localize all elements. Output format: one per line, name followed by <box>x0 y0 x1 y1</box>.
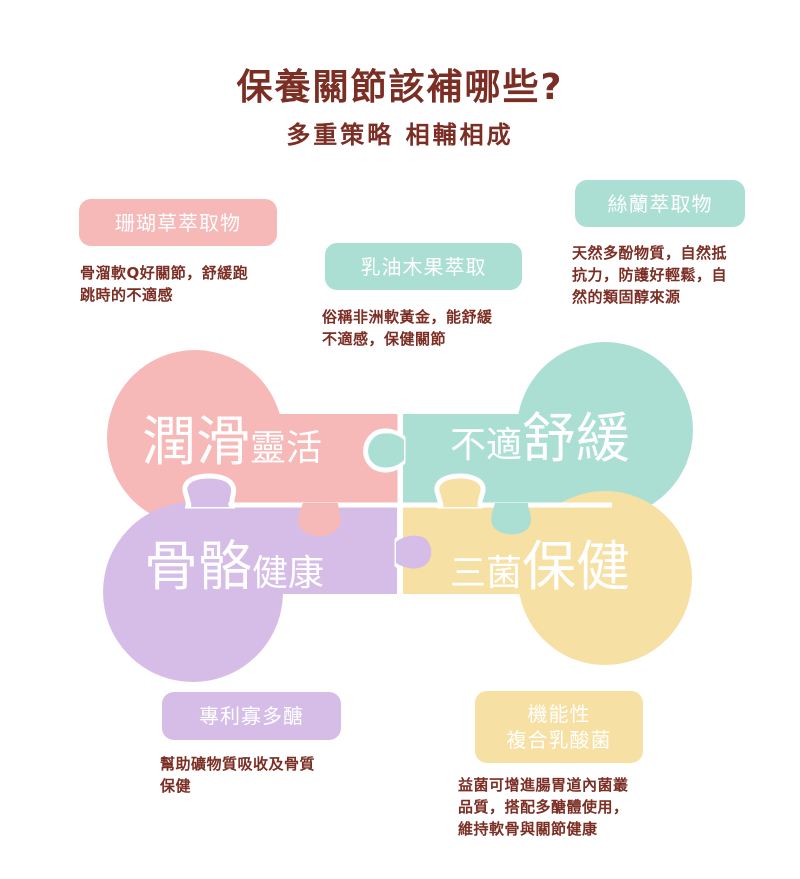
desc-lactic-acid-bacteria: 益菌可增進腸胃道內菌叢 品質，搭配多醣體使用， 維持軟骨與關節健康 <box>458 774 629 840</box>
tag-lactic-acid-bacteria: 機能性 複合乳酸菌 <box>475 691 643 763</box>
puzzle-text-big: 骨骼 <box>144 535 252 598</box>
puzzle-text-big: 潤滑 <box>142 410 250 473</box>
puzzle-text-big: 舒緩 <box>522 407 631 470</box>
tag-shea-butter-extract: 乳油木果萃取 <box>325 243 522 290</box>
tag-label: 乳油木果萃取 <box>360 254 487 279</box>
desc-line: 抗力，防護好輕鬆，自 <box>572 266 728 284</box>
tag-label-line1: 機能性 <box>527 702 591 726</box>
puzzle-text-small: 三菌 <box>450 553 523 594</box>
desc-line: 益菌可增進腸胃道內菌叢 <box>458 776 629 794</box>
tag-coral-grass-extract: 珊瑚草萃取物 <box>79 199 277 246</box>
tag-label: 絲蘭萃取物 <box>607 191 713 216</box>
tag-label-line2: 複合乳酸菌 <box>506 728 612 752</box>
desc-coral-grass-extract: 骨溜軟Q好關節，舒緩跑 跳時的不適感 <box>80 262 248 306</box>
desc-line: 天然多酚物質，自然抵 <box>572 244 728 262</box>
puzzle-text-probiotic-care: 三菌保健 <box>450 540 630 594</box>
page-subtitle: 多重策略 相輔相成 <box>286 121 514 149</box>
desc-line: 跳時的不適感 <box>80 286 174 304</box>
tag-label: 專利寡多醣 <box>199 704 304 728</box>
desc-line: 品質，搭配多醣體使用， <box>458 798 629 816</box>
page-title: 保養關節該補哪些? <box>236 67 564 108</box>
tag-label: 珊瑚草萃取物 <box>115 210 241 235</box>
desc-line: 俗稱非洲軟黃金，能舒緩 <box>322 308 493 326</box>
desc-line: 骨溜軟Q好關節，舒緩跑 <box>80 264 249 282</box>
puzzle-text-lubricate: 潤滑靈活 <box>142 415 322 469</box>
puzzle-piece-yellow <box>403 473 692 665</box>
desc-yucca-extract: 天然多酚物質，自然抵 抗力，防護好輕鬆，自 然的類固醇來源 <box>572 242 727 308</box>
desc-line: 保健 <box>160 777 192 795</box>
desc-line: 幫助礦物質吸收及骨質 <box>160 755 316 773</box>
puzzle-text-big: 保健 <box>522 535 631 598</box>
puzzle-text-small: 不適 <box>450 425 523 466</box>
puzzle-text-bone-health: 骨骼健康 <box>144 540 324 594</box>
desc-shea-butter-extract: 俗稱非洲軟黃金，能舒緩 不適感，保健關節 <box>322 306 493 350</box>
tag-yucca-extract: 絲蘭萃取物 <box>575 180 745 227</box>
desc-line: 不適感，保健關節 <box>322 330 447 348</box>
desc-oligosaccharide: 幫助礦物質吸收及骨質 保健 <box>160 753 315 797</box>
desc-line: 維持軟骨與關節健康 <box>458 820 598 838</box>
tag-oligosaccharide: 專利寡多醣 <box>162 692 341 740</box>
puzzle-text-small: 靈活 <box>250 428 323 469</box>
puzzle-text-soothe: 不適舒緩 <box>450 412 630 466</box>
puzzle-text-small: 健康 <box>252 553 325 594</box>
desc-line: 然的類固醇來源 <box>572 288 681 306</box>
